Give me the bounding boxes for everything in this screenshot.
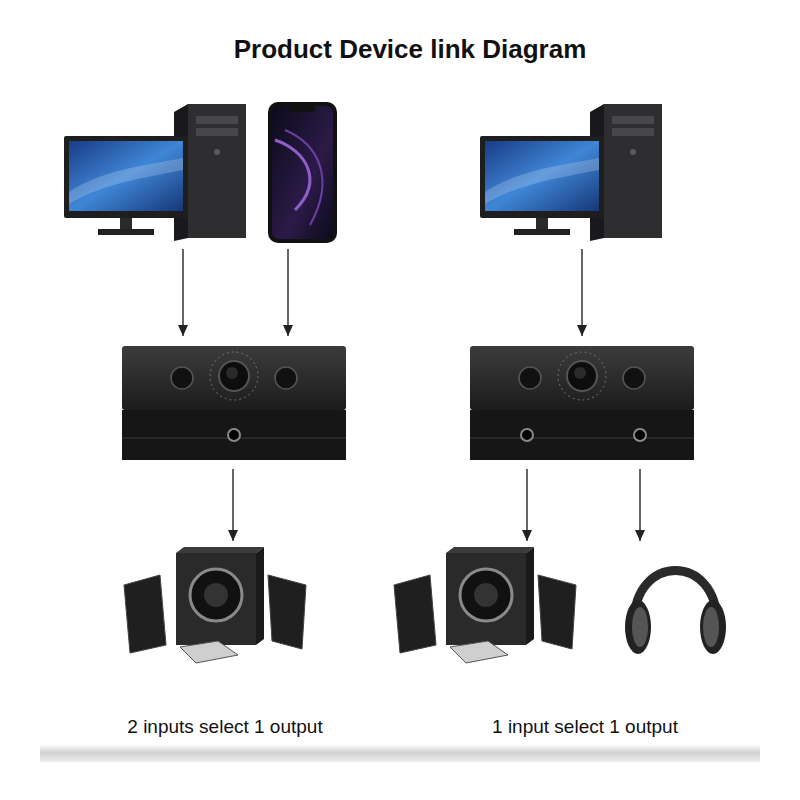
drive-bay <box>612 128 654 136</box>
monitor-neck <box>120 218 132 229</box>
subwoofer-side <box>526 547 534 645</box>
monitor-screen <box>485 141 599 211</box>
signal-arrow <box>581 249 583 336</box>
satellite-speaker <box>538 575 576 649</box>
grey-band <box>40 744 760 762</box>
ear-pad <box>703 607 719 647</box>
drive-bay <box>196 116 238 124</box>
switch-front <box>470 410 694 460</box>
device-illustration <box>468 340 700 465</box>
drive-bay <box>196 128 238 136</box>
device-illustration <box>118 545 323 665</box>
ear-cup <box>625 600 651 654</box>
select-button <box>275 367 297 389</box>
ear-pad <box>632 607 648 647</box>
device-node <box>388 545 558 665</box>
tower-front <box>188 104 246 238</box>
monitor-frame <box>480 136 604 218</box>
subwoofer-driver <box>460 569 512 621</box>
driver-cone <box>204 583 228 607</box>
signal-arrow <box>639 469 641 541</box>
signal-arrow <box>182 249 184 336</box>
switch-top <box>470 346 694 410</box>
volume-scale <box>558 352 606 400</box>
device-illustration <box>265 100 340 245</box>
diagram-title: Product Device link Diagram <box>20 34 800 65</box>
satellite-speaker <box>394 575 436 653</box>
satellite-speaker <box>124 575 166 653</box>
audio-jack <box>634 429 646 441</box>
knob-cap <box>226 367 238 379</box>
power-button <box>630 149 636 155</box>
audio-jack <box>521 429 533 441</box>
subwoofer-box <box>176 553 256 645</box>
monitor-frame <box>64 136 188 218</box>
device-node <box>468 340 700 465</box>
switch-front <box>122 410 346 460</box>
device-node <box>478 100 668 245</box>
monitor-neck <box>536 218 548 229</box>
device-illustration <box>388 545 558 665</box>
caption-label: 1 input select 1 output <box>425 716 745 738</box>
device-node <box>265 100 340 245</box>
subwoofer-top <box>176 547 264 553</box>
subwoofer-driver <box>190 569 242 621</box>
signal-arrow <box>287 249 289 336</box>
select-button <box>623 367 645 389</box>
device-node <box>618 545 733 660</box>
control-pod <box>180 641 238 663</box>
select-button <box>519 367 541 389</box>
switch-top <box>122 346 346 410</box>
subwoofer-side <box>256 547 264 645</box>
audio-jack <box>228 429 240 441</box>
signal-arrow <box>526 469 528 541</box>
control-pod <box>450 641 508 663</box>
screen-swirl <box>285 130 322 225</box>
device-node <box>118 545 323 665</box>
device-illustration <box>120 340 348 465</box>
ear-cup <box>700 600 726 654</box>
tower-front <box>604 104 662 238</box>
device-node <box>120 340 348 465</box>
monitor-base <box>98 229 154 235</box>
volume-scale <box>210 352 258 400</box>
phone-notch <box>290 106 315 112</box>
monitor-screen <box>69 141 183 211</box>
device-illustration <box>478 100 668 245</box>
satellite-speaker <box>268 575 306 649</box>
select-button <box>171 367 193 389</box>
phone-screen <box>272 106 333 239</box>
subwoofer-box <box>446 553 526 645</box>
caption-label: 2 inputs select 1 output <box>65 716 385 738</box>
driver-cone <box>474 583 498 607</box>
device-illustration <box>62 100 252 245</box>
knob-cap <box>574 367 586 379</box>
drive-bay <box>612 116 654 124</box>
screen-wave <box>69 158 183 204</box>
volume-knob <box>219 361 249 391</box>
screen-wave <box>485 158 599 204</box>
front-seam <box>470 438 694 439</box>
phone-body <box>268 102 337 243</box>
device-node <box>62 100 252 245</box>
volume-knob <box>567 361 597 391</box>
signal-arrow <box>232 469 234 541</box>
device-illustration <box>618 545 733 660</box>
screen-swirl <box>275 140 310 210</box>
subwoofer-top <box>446 547 534 553</box>
power-button <box>214 149 220 155</box>
monitor-base <box>514 229 570 235</box>
